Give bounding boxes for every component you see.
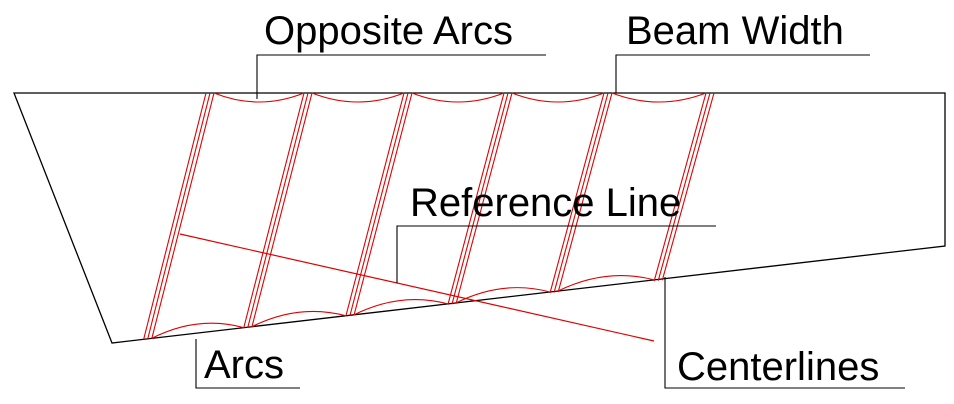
beam-edge-line: [557, 92, 613, 293]
arc: [455, 287, 551, 304]
opposite-arc: [511, 92, 605, 103]
opposite-arc: [213, 92, 305, 103]
beam-width-label: Beam Width: [626, 9, 844, 53]
beam-edge-line: [455, 92, 513, 304]
arc: [251, 310, 347, 328]
beam-edge-line: [243, 92, 305, 329]
arcs-leader: [195, 339, 300, 389]
beam-edge-line: [653, 92, 707, 282]
beam-edge-line: [151, 92, 215, 339]
reference-line-label: Reference Line: [410, 181, 681, 225]
opposite-arcs-label: Opposite Arcs: [264, 9, 513, 53]
arcs-group: [151, 275, 655, 339]
arcs-label: Arcs: [204, 343, 284, 387]
beam-centerline: [451, 92, 509, 305]
opposite-arc: [611, 92, 707, 103]
reference-line: [179, 233, 655, 342]
beam-edge-line: [251, 92, 313, 328]
beam-centerline: [247, 92, 309, 328]
opposite-arc: [311, 92, 405, 103]
opposite-arc: [411, 92, 505, 103]
beam-edge-line: [143, 92, 207, 340]
beam-centerline: [657, 92, 711, 281]
slab-outline: [13, 92, 946, 344]
beam-width-leader: [615, 54, 870, 93]
beam-edge-line: [345, 92, 405, 317]
beam-centerline: [553, 92, 609, 293]
centerlines-label: Centerlines: [677, 345, 879, 389]
beam-centerline: [147, 92, 211, 340]
arc: [353, 299, 449, 316]
beam-edge-line: [447, 92, 505, 305]
beam-group: [143, 92, 715, 340]
reference-line-leader: [396, 225, 716, 283]
opposite-arcs-leader: [256, 54, 546, 99]
arc: [151, 322, 244, 339]
centerlines-leader: [664, 277, 905, 389]
arc: [557, 275, 655, 292]
beam-edge-line: [353, 92, 413, 316]
beam-edge-line: [549, 92, 605, 294]
beam-edge-line: [661, 92, 715, 281]
beam-centerline: [349, 92, 409, 317]
opposite-arcs-group: [213, 92, 707, 103]
